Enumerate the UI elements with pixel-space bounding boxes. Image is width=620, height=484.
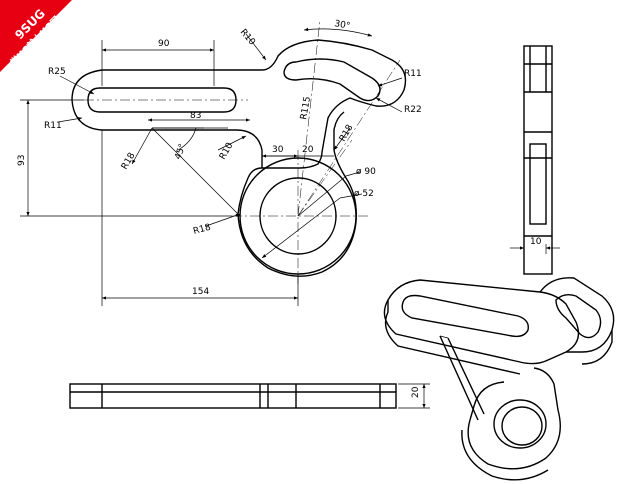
dim-93: 93 [17, 155, 27, 166]
dim-20-top: 20 [302, 145, 314, 155]
dim-r11-right: R11 [404, 69, 422, 79]
right-slot [283, 58, 381, 102]
dim-10: 10 [530, 237, 542, 247]
dim-r11-left: R11 [44, 121, 62, 131]
dim-20-front: 20 [411, 386, 421, 398]
front-view: 20 [69, 383, 430, 409]
dim-dia90: ø 90 [356, 167, 376, 177]
dim-30: 30 [272, 145, 284, 155]
dim-r22: R22 [404, 105, 422, 115]
left-slot [87, 87, 237, 113]
dim-83: 83 [190, 111, 201, 121]
dim-r10-mid: R10 [218, 141, 236, 162]
dim-154: 154 [192, 287, 209, 297]
dim-90: 90 [158, 39, 170, 49]
watermark-background [0, 0, 72, 72]
dim-dia52: ø 52 [354, 189, 374, 199]
dim-45-angle: 45° [173, 143, 188, 161]
dim-r18-left: R18 [120, 151, 138, 172]
dim-r115: R115 [299, 96, 313, 121]
isometric-view [383, 277, 615, 481]
dim-30-angle: 30° [333, 19, 350, 32]
side-view: 10 [510, 45, 560, 275]
dim-r18-bottom: R18 [192, 223, 212, 237]
dim-r18-right: R18 [338, 123, 356, 144]
top-view: 90 R25 R11 83 93 R18 45° R10 R10 30 20 R… [17, 19, 422, 306]
dim-r25: R25 [48, 67, 66, 77]
left-arm-outline [71, 69, 263, 168]
watermark-logo: 9SUG 学UG就上UG网 [0, 0, 72, 72]
top-view-outline [102, 39, 407, 277]
